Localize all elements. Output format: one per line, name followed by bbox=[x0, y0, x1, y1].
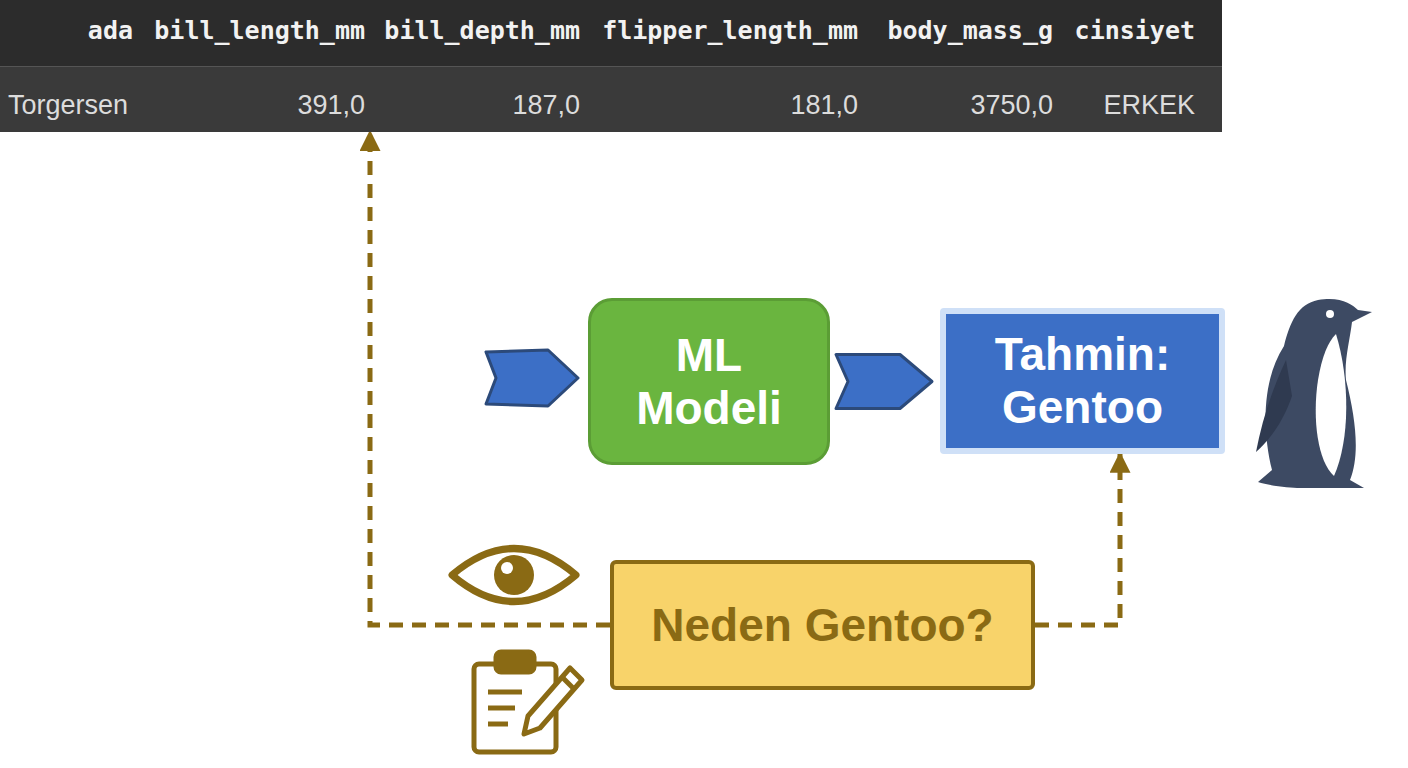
clipboard-icon bbox=[474, 652, 582, 752]
table-header-cell: body_mass_g bbox=[887, 18, 1053, 43]
data-table: ada bill_length_mm bill_depth_mm flipper_le… bbox=[0, 0, 1222, 132]
dashed-arrow bbox=[370, 132, 610, 625]
input-arrow bbox=[486, 350, 578, 406]
penguin-figure bbox=[1256, 299, 1372, 488]
table-cell: 391,0 bbox=[297, 92, 365, 119]
table-header-cell: bill_length_mm bbox=[154, 18, 365, 43]
process-box: ML Modeli bbox=[588, 298, 830, 465]
table-cell: ERKEK bbox=[1103, 92, 1195, 119]
result-box: Tahmin: Gentoo bbox=[940, 308, 1225, 454]
flow-arrow bbox=[836, 355, 932, 409]
table-header-cell: bill_depth_mm bbox=[384, 18, 580, 43]
eye-icon bbox=[452, 549, 576, 602]
table-cell: 3750,0 bbox=[970, 92, 1053, 119]
table-header-cell: ada bbox=[88, 18, 133, 43]
dashed-arrow bbox=[1035, 454, 1120, 625]
table-cell: 181,0 bbox=[790, 92, 858, 119]
box-label: Tahmin: Gentoo bbox=[964, 328, 1201, 434]
table-header-cell: flipper_length_mm bbox=[602, 18, 858, 43]
question-box: Neden Gentoo? bbox=[610, 560, 1035, 690]
table-cell: Torgersen bbox=[8, 92, 128, 119]
box-label: ML Modeli bbox=[609, 329, 809, 435]
table-cell: 187,0 bbox=[512, 92, 580, 119]
box-label: Neden Gentoo? bbox=[651, 599, 993, 652]
table-header-cell: cinsiyet bbox=[1075, 18, 1195, 43]
